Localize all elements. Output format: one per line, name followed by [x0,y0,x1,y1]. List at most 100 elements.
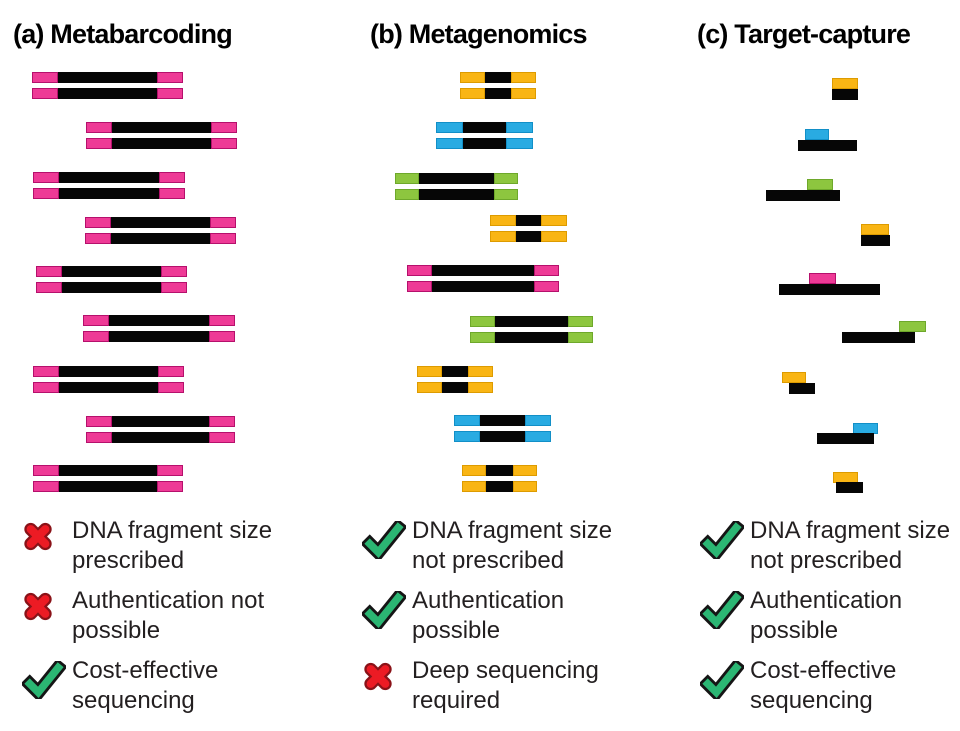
check-icon [698,658,746,703]
adapter-segment [506,138,533,149]
adapter-segment [454,431,480,442]
dna-insert-segment [59,382,158,393]
dna-fragment-pair [86,122,237,149]
dna-insert-segment [432,281,534,292]
adapter-segment [83,331,109,342]
dna-insert-segment [59,188,159,199]
dna-fragment-pair [470,316,593,343]
dna-fragment-pair [33,172,185,199]
adapter-segment [159,172,185,183]
dna-insert-segment [419,173,494,184]
adapter-segment [86,432,112,443]
adapter-segment [525,415,551,426]
dna-read [86,416,235,427]
adapter-segment [158,366,184,377]
cross-icon-box [22,586,72,627]
capture-probe [899,321,926,332]
dna-insert-segment [59,366,158,377]
dna-read [33,172,185,183]
dna-fragment-pair [407,265,559,292]
dna-read [460,72,536,83]
dna-insert-segment [480,431,525,442]
adapter-segment [541,231,567,242]
dna-insert-segment [516,215,541,226]
dna-read [417,382,493,393]
dna-fragment [779,284,880,295]
dna-insert-segment [112,138,211,149]
adapter-segment [506,122,533,133]
dna-insert-segment [442,382,468,393]
capture-probe [805,129,829,140]
dna-fragment-pair [460,72,536,99]
adapter-segment [209,315,235,326]
column-title-metagenomics: (b) Metagenomics [370,19,588,49]
adapter-segment [460,88,485,99]
dna-read [33,382,184,393]
dna-insert-segment [58,72,157,83]
dna-read [86,122,237,133]
dna-insert-segment [495,332,568,343]
adapter-segment [462,481,486,492]
dna-read [490,231,567,242]
cross-icon-box [362,656,412,697]
dna-fragment [836,482,863,493]
adapter-segment [161,282,187,293]
dna-fragment [798,140,857,151]
adapter-segment [211,122,237,133]
dna-insert-segment [62,266,161,277]
dna-insert-segment [480,415,525,426]
check-icon-box [698,586,750,634]
capture-probe [832,78,858,89]
dna-insert-segment [109,331,209,342]
dna-fragment-pair [462,465,537,492]
adapter-segment [36,282,62,293]
dna-fragment [832,89,858,100]
adapter-segment [161,266,187,277]
adapter-segment [158,382,184,393]
dna-fragment [861,235,890,246]
adapter-segment [511,72,536,83]
adapter-segment [33,188,59,199]
dna-insert-segment [516,231,541,242]
adapter-segment [210,233,236,244]
adapter-segment [209,331,235,342]
dna-insert-segment [486,481,513,492]
dna-read [460,88,536,99]
dna-insert-segment [109,315,209,326]
dna-read [33,188,185,199]
column-title-target-capture: (c) Target-capture [697,19,911,49]
check-icon-box [698,656,750,704]
adapter-segment [395,189,419,200]
dna-insert-segment [58,88,157,99]
dna-fragment-pair [85,217,236,244]
adapter-segment [33,465,59,476]
dna-fragment [817,433,874,444]
dna-insert-segment [59,481,157,492]
dna-read [454,431,551,442]
adapter-segment [407,281,432,292]
dna-insert-segment [495,316,568,327]
dna-fragment-pair [436,122,533,149]
dna-read [407,265,559,276]
adapter-segment [210,217,236,228]
dna-read [33,366,184,377]
check-icon [360,588,408,633]
adapter-segment [159,188,185,199]
adapter-segment [468,366,493,377]
adapter-segment [209,416,235,427]
dna-read [470,316,593,327]
dna-read [83,331,235,342]
dna-insert-segment [442,366,468,377]
adapter-segment [534,281,559,292]
